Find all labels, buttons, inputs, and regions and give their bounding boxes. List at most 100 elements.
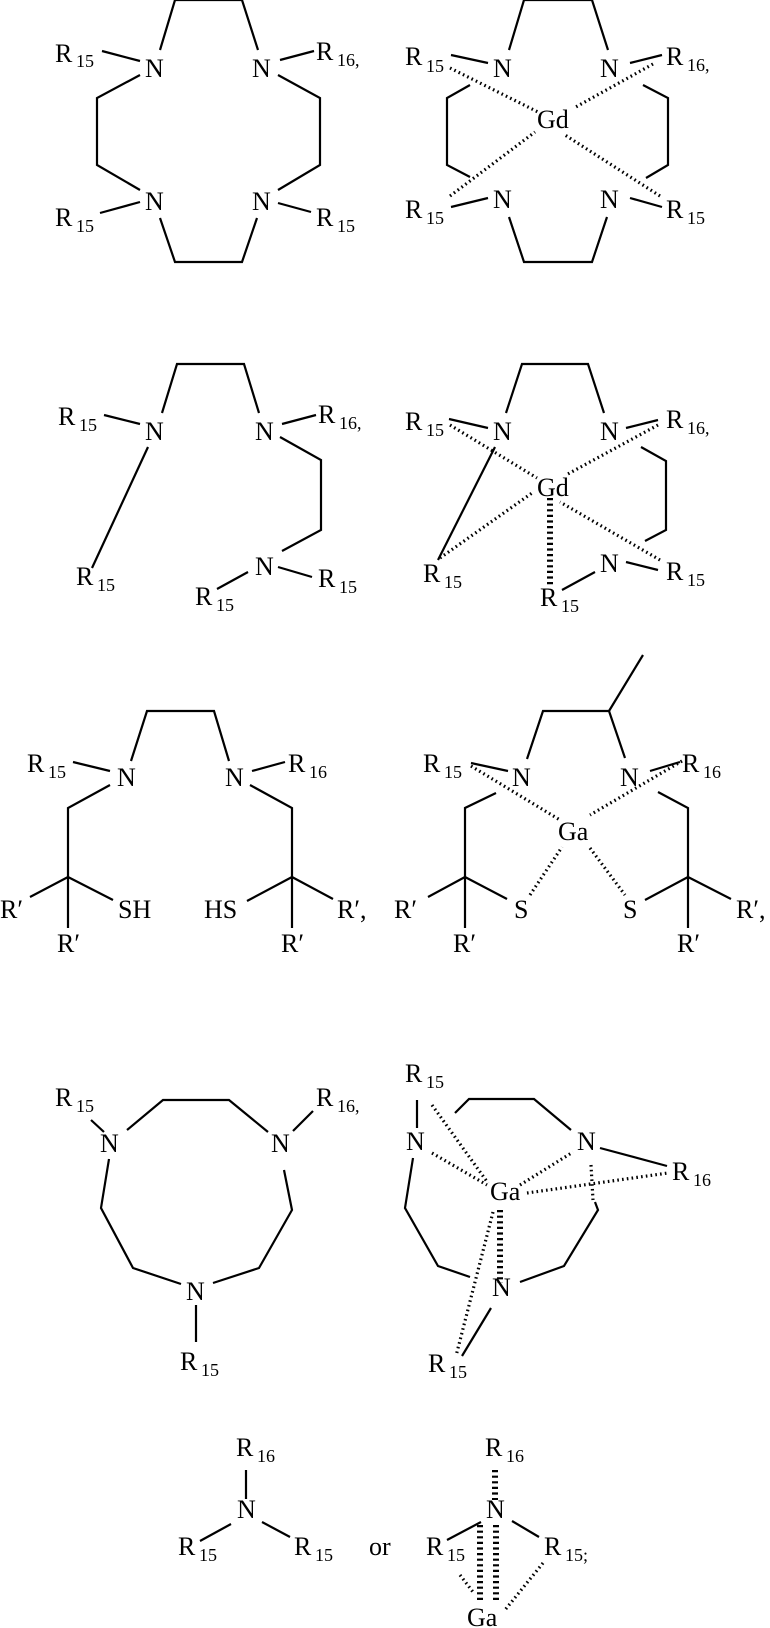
atom-n: N [512,763,531,792]
svg-text:R: R [316,203,334,232]
atom-n: N [620,763,639,792]
svg-text:15: 15 [97,575,115,595]
atom-n: N [577,1127,596,1156]
atom-n: N [493,417,512,446]
svg-text:15: 15 [76,216,94,236]
svg-text:15: 15 [76,51,94,71]
svg-text:15: 15 [426,1072,444,1092]
svg-text:;: ; [583,1545,588,1565]
svg-text:15: 15 [447,1545,465,1565]
svg-text:15: 15 [79,415,97,435]
svg-text:15: 15 [426,420,444,440]
svg-text:15: 15 [76,1096,94,1116]
svg-text:R: R [405,407,423,436]
atom-n: N [271,1129,290,1158]
substituent-r-prime: R′, [337,895,367,924]
atom-n: N [600,185,619,214]
atom-n: N [186,1277,205,1306]
svg-text:R: R [195,582,213,611]
svg-text:R: R [666,557,684,586]
thiol-hs: HS [204,895,237,924]
thiolate-s: S [514,895,528,924]
svg-text:16: 16 [687,418,705,438]
svg-text:15: 15 [449,1362,467,1382]
svg-text:15: 15 [444,572,462,592]
svg-text:R: R [544,1532,562,1561]
atom-n: N [145,417,164,446]
svg-text:R: R [405,42,423,71]
atom-n: N [252,54,271,83]
svg-text:15: 15 [201,1360,219,1380]
svg-text:15: 15 [199,1545,217,1565]
metal-ga: Ga [558,817,589,846]
thiolate-s: S [623,895,637,924]
svg-text:R: R [428,1349,446,1378]
svg-text:R: R [405,195,423,224]
substituent-r-prime: R′ [0,895,23,924]
atom-n: N [145,187,164,216]
atom-n: N [493,54,512,83]
atom-n: N [237,1495,256,1524]
atom-n: N [486,1495,505,1524]
svg-text:R: R [666,405,684,434]
svg-text:16: 16 [337,50,355,70]
atom-n: N [145,54,164,83]
or-connector: or [369,1532,391,1561]
svg-text:15: 15 [48,762,66,782]
svg-text:R: R [423,559,441,588]
substituent-r-prime: R′ [281,929,304,958]
atom-n: N [600,549,619,578]
svg-text:R: R [58,402,76,431]
metal-ga: Ga [467,1603,498,1628]
svg-text:R: R [55,39,73,68]
atom-n: N [225,763,244,792]
svg-text:R: R [666,42,684,71]
svg-text:R: R [318,400,336,429]
atom-n: N [252,187,271,216]
atom-n: N [255,552,274,581]
svg-text:,: , [355,1096,360,1116]
svg-text:R: R [485,1433,503,1462]
svg-text:15: 15 [315,1545,333,1565]
atom-n: N [406,1127,425,1156]
substituent-r-prime: R′, [736,895,766,924]
svg-text:R: R [316,1083,334,1112]
atom-n: N [492,1273,511,1302]
atom-n: N [493,185,512,214]
atom-n: N [255,417,274,446]
svg-text:16: 16 [337,1096,355,1116]
svg-text:16: 16 [257,1446,275,1466]
svg-text:15: 15 [216,595,234,615]
atom-n: N [100,1129,119,1158]
svg-text:,: , [705,418,710,438]
substituent-r-prime: R′ [57,929,80,958]
svg-text:R: R [294,1532,312,1561]
svg-text:15: 15 [426,56,444,76]
svg-text:R: R [288,749,306,778]
svg-text:R: R [55,1083,73,1112]
